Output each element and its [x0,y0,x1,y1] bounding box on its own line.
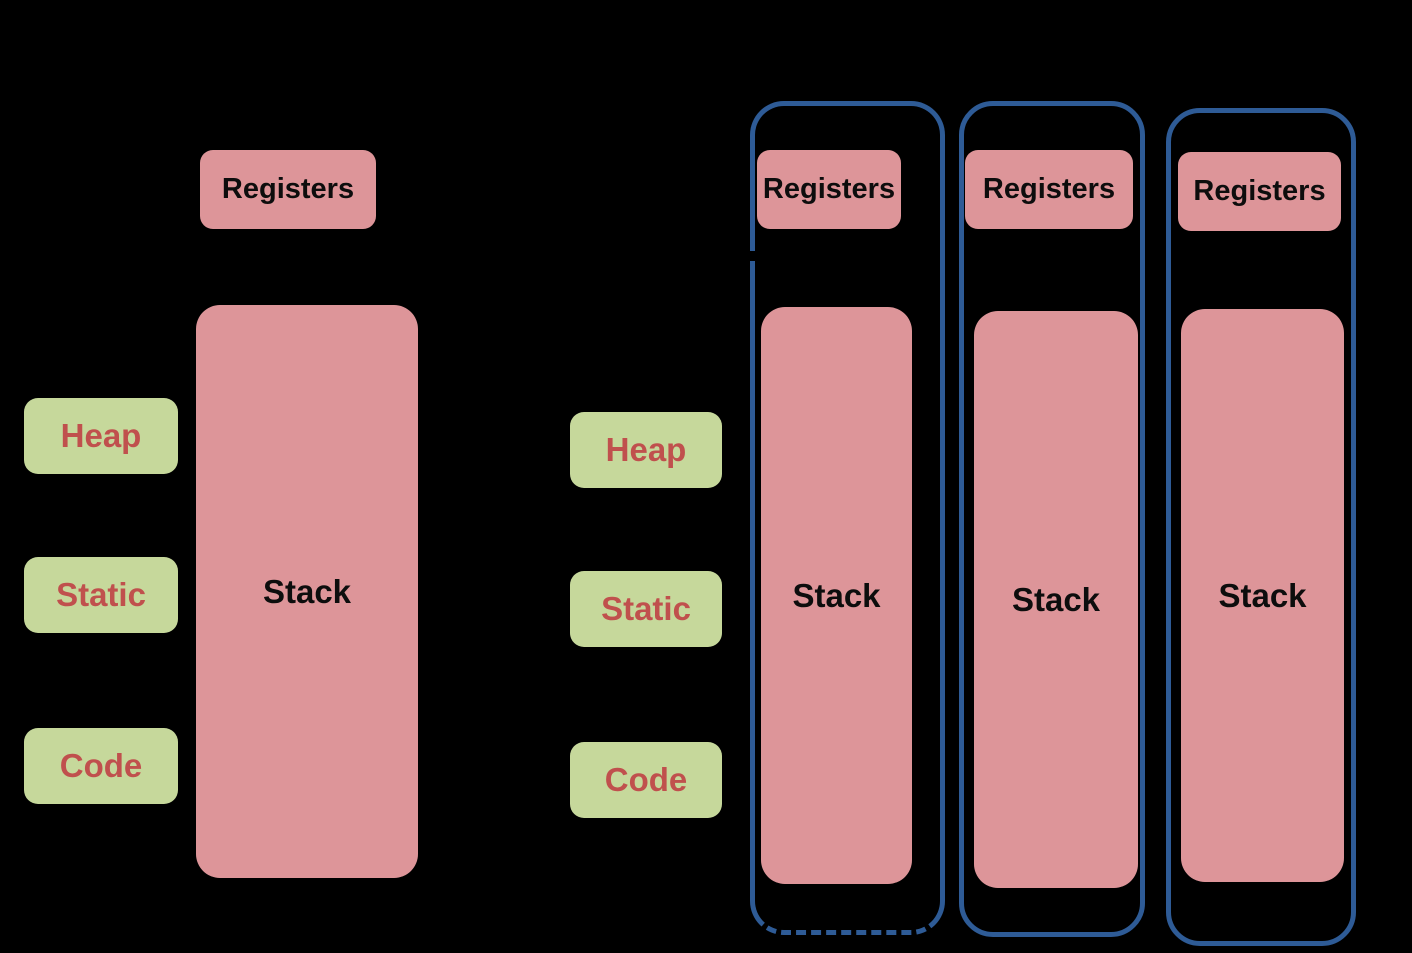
left-process-static-box: Static [24,557,178,633]
left-process-stack-label: Stack [262,572,352,610]
left-process-code-box: Code [24,728,178,804]
left-process-static-label: Static [56,576,146,613]
thread-2-stack-label: Stack [1011,580,1101,618]
thread-3-stack-label: Stack [1218,576,1307,614]
right-process-heap-box: Heap [570,412,722,488]
left-process-registers-label: Registers [221,173,355,205]
thread-3-stack-box: Stack [1181,309,1344,882]
left-process-heap-box: Heap [24,398,178,474]
right-process-static-label: Static [601,590,691,627]
thread-3-registers-label: Registers [1193,175,1326,207]
thread-1-registers-box: Registers [757,150,901,229]
right-process-static-box: Static [570,571,722,647]
thread-2-registers-box: Registers [965,150,1133,229]
right-process-code-label: Code [604,761,688,798]
thread-2-stack-box: Stack [974,311,1138,888]
thread-1-left-edge-notch [748,251,756,261]
thread-3-registers-box: Registers [1178,152,1341,231]
right-process-code-box: Code [570,742,722,818]
thread-2-registers-label: Registers [982,173,1116,205]
thread-1-stack-box: Stack [761,307,912,884]
left-process-heap-label: Heap [60,417,142,454]
left-process-registers-box: Registers [200,150,376,229]
right-process-heap-label: Heap [605,431,687,468]
left-process-code-label: Code [59,747,143,784]
thread-1-stack-label: Stack [792,576,881,614]
left-process-stack-box: Stack [196,305,418,878]
thread-1-registers-label: Registers [762,173,896,205]
